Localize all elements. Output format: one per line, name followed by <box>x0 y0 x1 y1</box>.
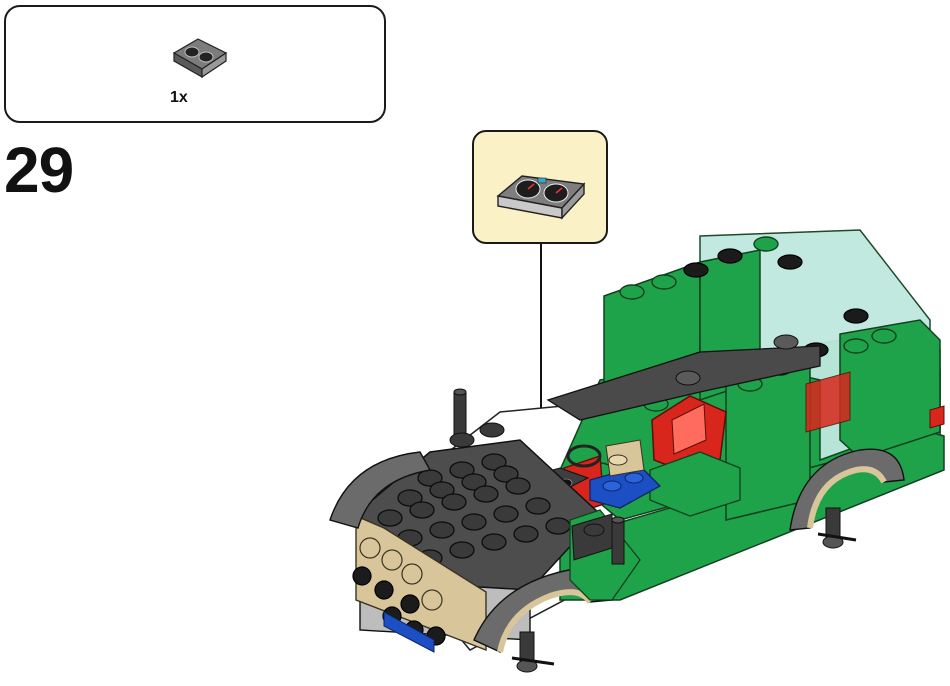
callout-box <box>472 130 608 244</box>
part-quantity: 1x <box>170 89 188 106</box>
dashboard-slope-brick-icon <box>496 175 586 220</box>
parts-list-box: 1x <box>4 5 386 123</box>
step-number: 29 <box>4 134 74 206</box>
dashboard-slope-brick-icon <box>172 38 228 79</box>
